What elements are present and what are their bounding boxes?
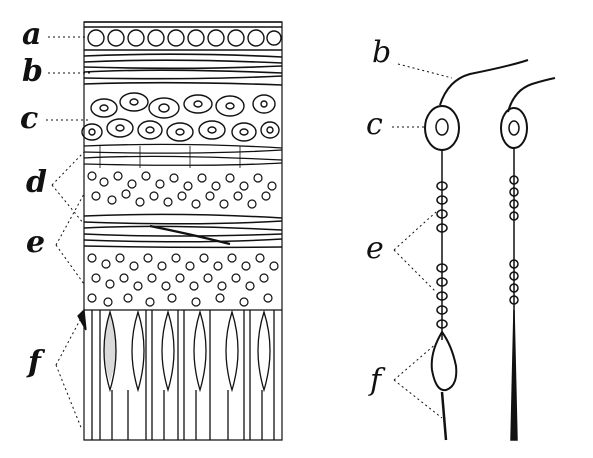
layer-e-upper [88,172,276,208]
label-d: d [26,168,47,198]
label-a: a [22,20,41,50]
layer-f [78,310,282,440]
layer-a [84,22,282,50]
label-right-e: e [366,234,384,264]
layer-fibrous-middle [84,214,282,247]
label-c: c [20,104,38,134]
layer-e-lower [88,254,278,306]
layer-b [84,54,282,85]
retina-section [78,22,282,440]
label-e: e [26,228,45,258]
label-right-c: c [366,110,383,140]
label-f: f [28,348,41,378]
layer-d [84,144,282,168]
label-right-b: b [372,38,391,68]
label-right-f: f [370,366,381,396]
label-b: b [22,57,43,87]
layer-c [82,93,279,141]
cell-right [501,78,555,440]
isolated-cells [425,60,555,440]
